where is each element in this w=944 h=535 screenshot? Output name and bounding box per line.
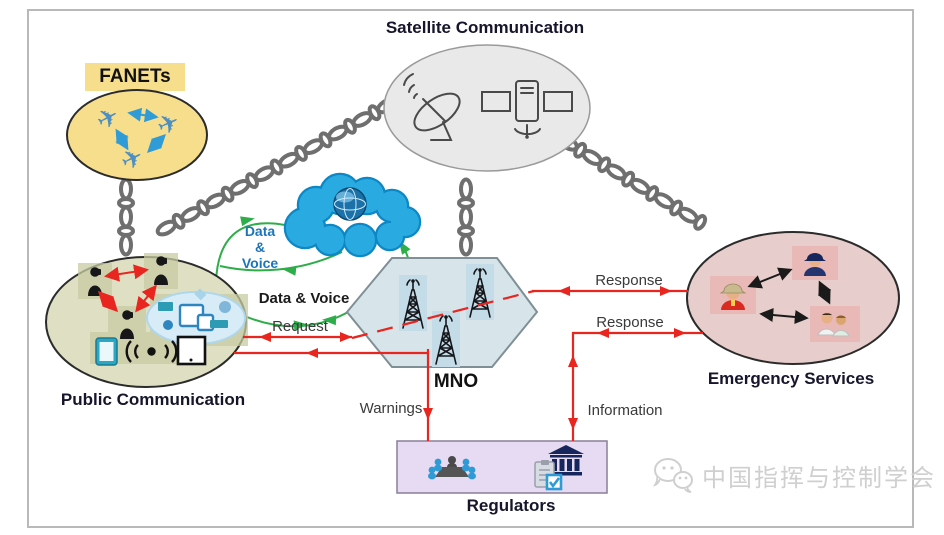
request-label: Request <box>272 318 328 335</box>
police-icon <box>804 253 826 276</box>
green-arrowhead <box>322 315 337 326</box>
public-mesh-arrows <box>97 264 157 313</box>
warnings-label: Warnings <box>359 400 423 417</box>
fanets-node-label: FANETs <box>99 66 171 87</box>
clipboard-check-icon <box>534 460 563 491</box>
cloud-link-label: Data & Voice <box>242 223 278 271</box>
chain-satellite-mno <box>457 177 475 257</box>
public-bottom-icons <box>95 335 207 366</box>
cloud-link-label-line2: & <box>254 239 266 255</box>
meeting-icon <box>428 456 476 480</box>
response-bottom-label: Response <box>596 314 664 331</box>
chain-fanets-public <box>117 177 135 257</box>
chain-satellite-public <box>155 97 398 237</box>
mno-node-label: MNO <box>433 371 479 392</box>
watermark: 中国指挥与控制学会 <box>652 456 936 494</box>
response-top-label: Response <box>595 272 663 289</box>
emergency-services-node-label: Emergency Services <box>707 369 875 388</box>
satellite-node-label: Satellite Communication <box>385 18 585 37</box>
fanets-label-box <box>85 63 185 91</box>
satellite-icon <box>481 80 573 139</box>
cloud-link-label-line1: Data <box>244 223 276 239</box>
drone-mesh-arrows <box>115 107 166 153</box>
green-arc-cloud-to-public <box>219 251 343 272</box>
public-people-icons <box>88 256 168 339</box>
fanets-ellipse <box>66 89 208 181</box>
green-arrowhead <box>240 216 255 227</box>
devices-cloud-icon <box>146 288 246 345</box>
green-arrowhead <box>293 320 308 331</box>
warnings-line-mno-public-regulators <box>234 349 430 441</box>
broadcast-icon <box>125 340 178 363</box>
globe-icon <box>333 187 367 221</box>
cloud-link-label-line3: Voice <box>241 255 279 271</box>
regulators-node-label: Regulators <box>466 496 556 515</box>
watermark-text: 中国指挥与控制学会 <box>702 464 936 492</box>
firefighter-icon <box>719 283 747 310</box>
response-information-line-emergency-regulators <box>571 331 703 441</box>
figure-frame <box>27 9 914 528</box>
emergency-mesh-arrows <box>747 267 832 324</box>
information-label: Information <box>587 402 663 419</box>
wechat-icon <box>652 458 693 493</box>
broken-link-dashed-line <box>351 289 535 340</box>
chain-satellite-emergency <box>557 134 708 231</box>
public-communication-node-label: Public Communication <box>60 390 246 409</box>
green-arrowhead <box>282 265 297 276</box>
medics-icon <box>817 312 850 337</box>
satellite-dish-icon <box>403 73 461 141</box>
network-cloud <box>283 172 422 258</box>
satellite-ellipse <box>383 44 591 172</box>
direct-link-label: Data & Voice <box>258 290 350 307</box>
